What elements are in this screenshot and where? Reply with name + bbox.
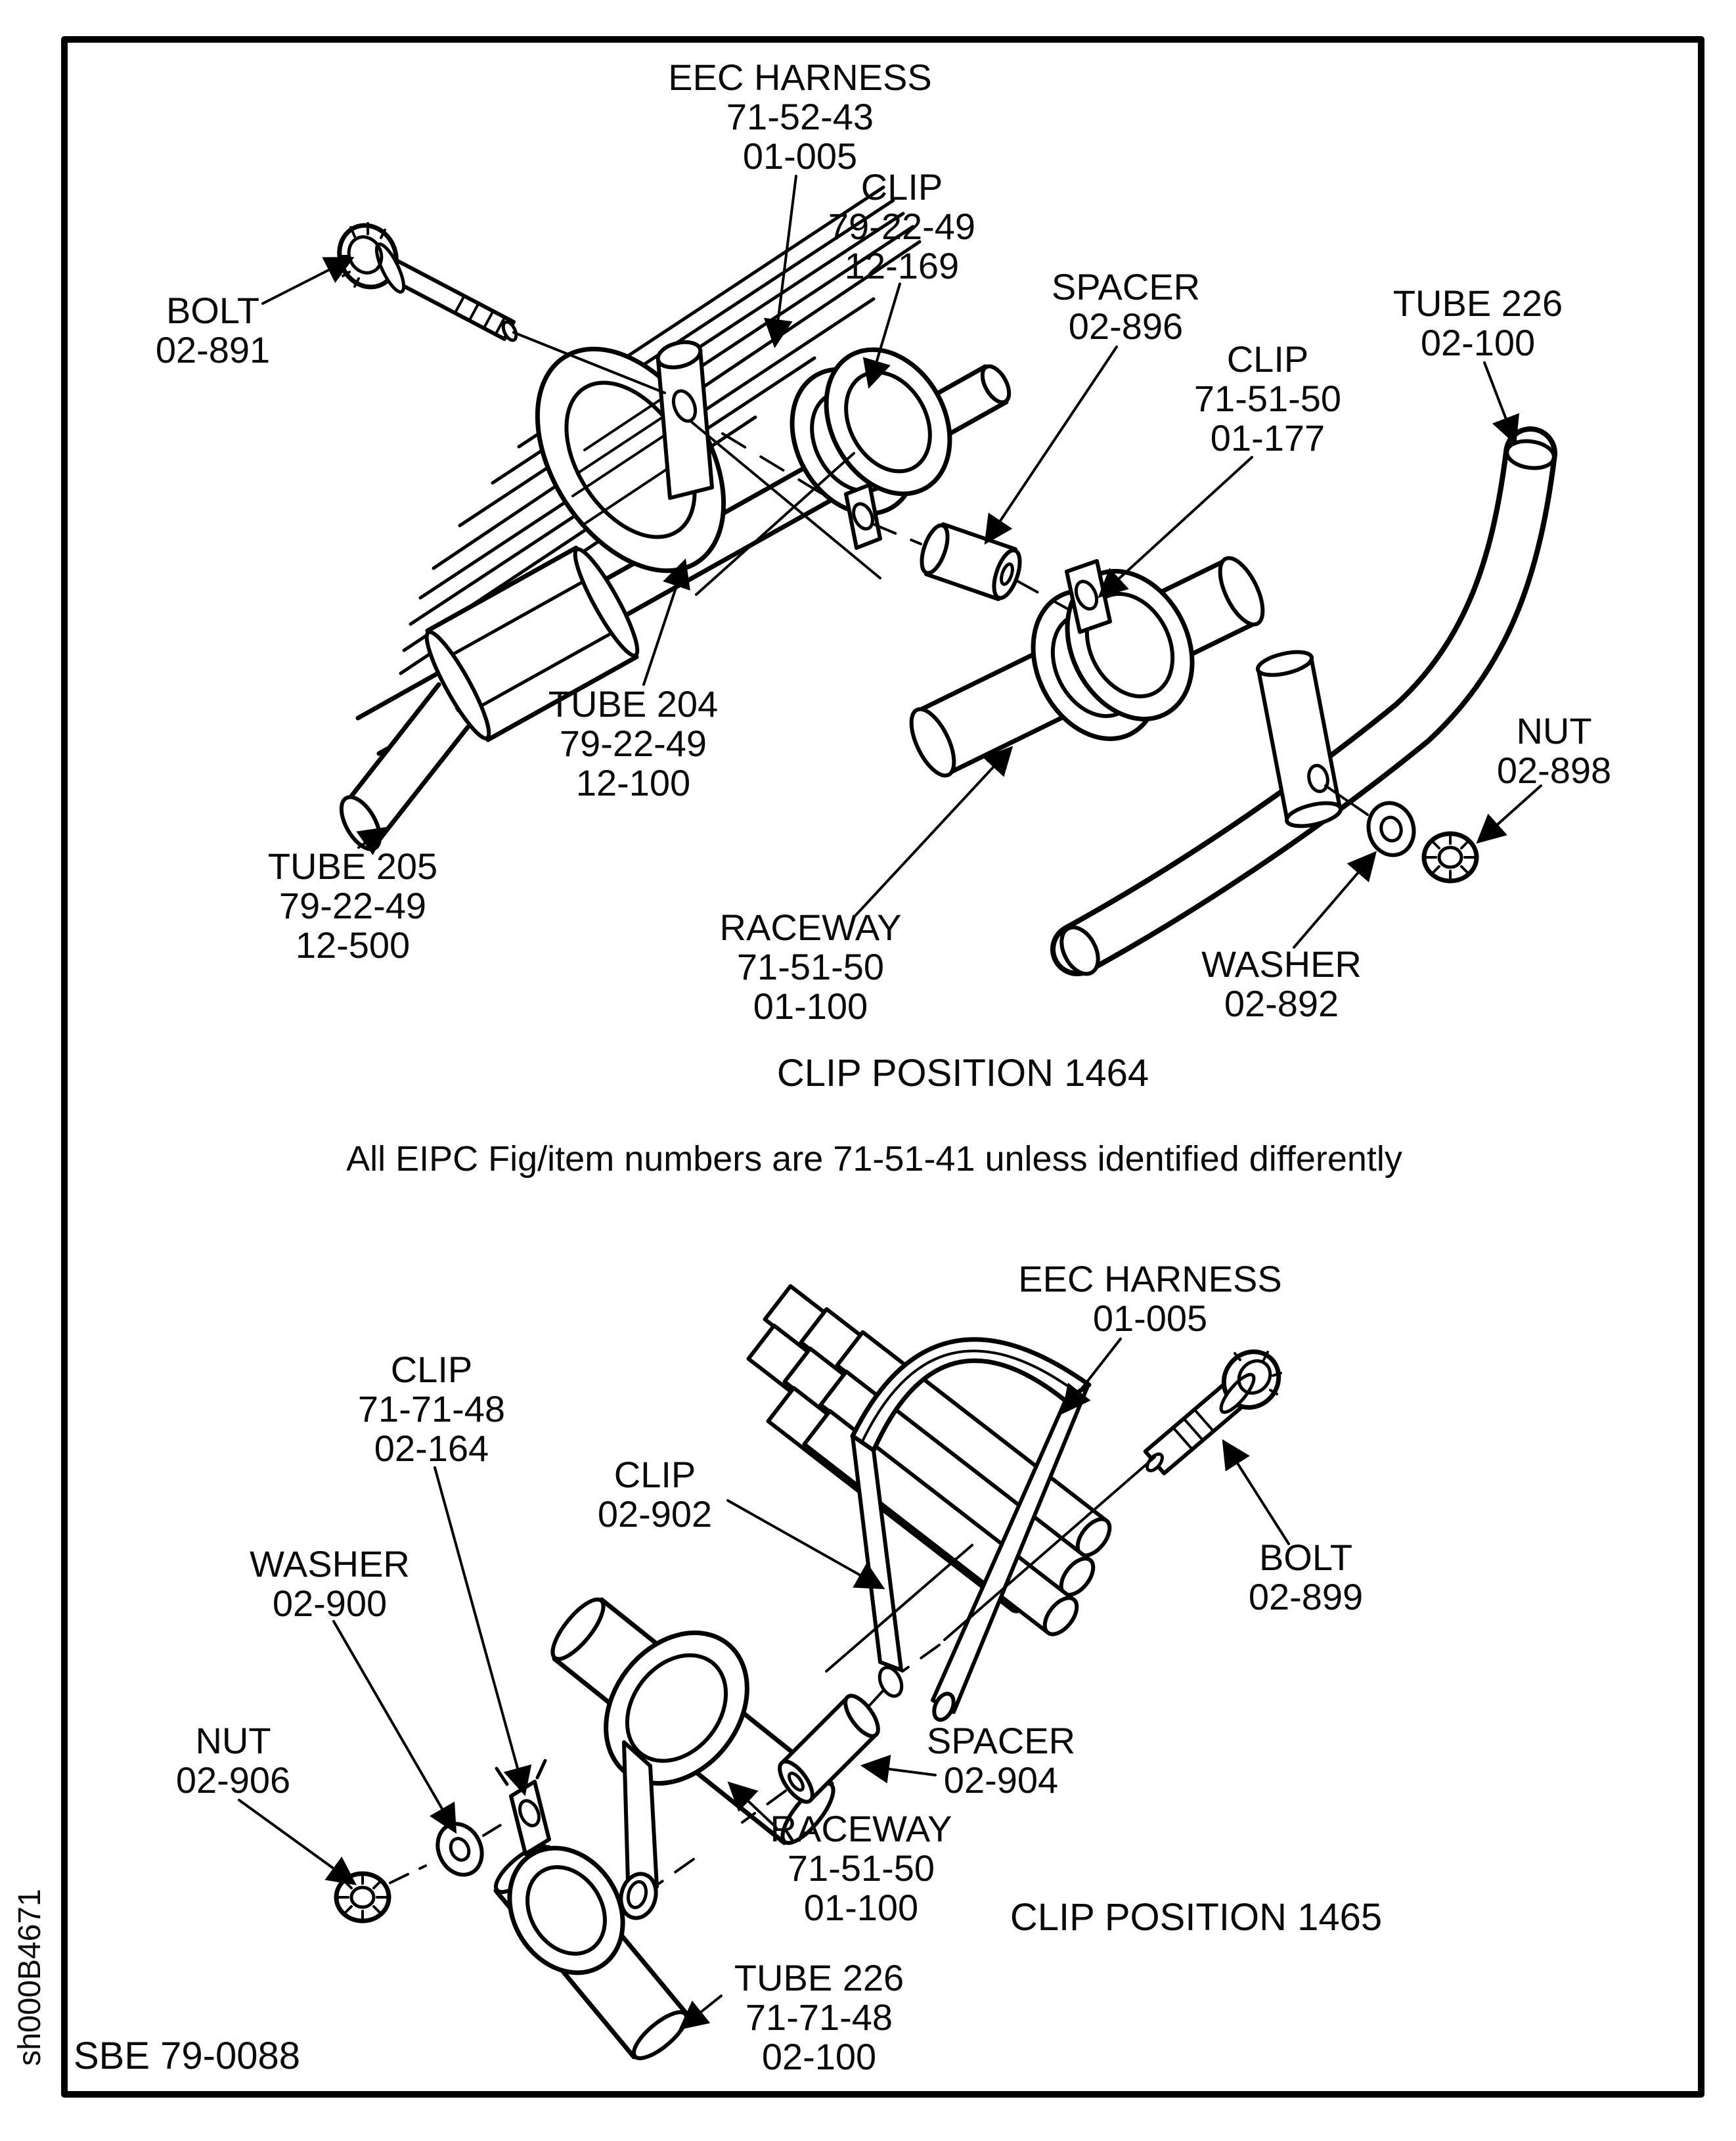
label-line: 01-177 (1210, 417, 1325, 459)
label-line: WASHER (250, 1543, 410, 1585)
label-line: BOLT (166, 290, 260, 331)
label-line: 02-902 (597, 1493, 713, 1535)
label-line: 02-164 (374, 1428, 489, 1469)
label-spacer-02-896: SPACER 02-896 (1052, 267, 1200, 346)
label-line: 12-500 (295, 924, 411, 966)
clip-02-164-drawing (495, 1759, 625, 1975)
label-line: SPACER (926, 1720, 1076, 1761)
assembly-axis-lines-bottom (389, 1456, 1156, 1885)
label-line: CLIP (390, 1349, 473, 1390)
tube-union-drawing (424, 545, 640, 742)
label-line: TUBE 226 (1392, 282, 1563, 324)
label-line: SPACER (1051, 266, 1201, 307)
bottom-illustration (238, 1284, 1290, 2060)
drawing-number: SBE 79-0088 (74, 2035, 301, 2077)
label-line: EEC HARNESS (668, 56, 932, 98)
raceway-clamp-drawing (604, 1630, 749, 1920)
label-line: BOLT (1258, 1537, 1353, 1578)
label-line: 02-892 (1224, 983, 1339, 1024)
washer-02-900-drawing (435, 1822, 484, 1877)
label-nut-02-898: NUT 02-898 (1497, 711, 1611, 790)
label-line: 79-22-49 (278, 885, 427, 926)
label-eec-harness-top: EEC HARNESS 71-52-43 01-005 (668, 58, 931, 176)
label-line: 02-891 (155, 329, 271, 371)
label-line: RACEWAY (770, 1808, 952, 1849)
label-line: 71-71-48 (357, 1388, 506, 1430)
label-line: 01-100 (753, 985, 868, 1027)
harness-clamp-drawing (535, 340, 726, 574)
caption-clip-position-1464: CLIP POSITION 1464 (776, 1052, 1149, 1094)
label-line: EEC HARNESS (1018, 1258, 1282, 1299)
top-illustration (261, 175, 1557, 976)
label-nut-02-906: NUT 02-906 (176, 1721, 290, 1800)
label-tube-226-bottom: TUBE 226 71-71-48 02-100 (734, 1958, 904, 2077)
label-washer-02-892: WASHER 02-892 (1201, 945, 1362, 1024)
label-raceway-bottom: RACEWAY 71-51-50 01-100 (770, 1809, 952, 1927)
label-line: WASHER (1201, 943, 1362, 985)
bolt-02-899-drawing (1143, 1349, 1282, 1476)
label-line: 79-22-49 (828, 206, 976, 247)
label-line: 71-51-50 (787, 1847, 935, 1889)
label-washer-02-900: WASHER 02-900 (250, 1544, 410, 1623)
leader-arrows-top (261, 175, 1542, 949)
nut-02-898-drawing (1421, 831, 1479, 884)
label-clip-02-164: CLIP 71-71-48 02-164 (358, 1350, 505, 1468)
tube-226-top-drawing (1050, 426, 1557, 976)
bolt-02-891-drawing (337, 222, 518, 342)
label-eec-harness-bottom: EEC HARNESS 01-005 (1018, 1259, 1281, 1338)
label-line: 01-005 (1092, 1297, 1208, 1339)
label-line: 02-100 (1420, 322, 1536, 363)
label-line: 71-52-43 (726, 96, 874, 137)
eipc-note: All EIPC Fig/item numbers are 71-51-41 u… (346, 1139, 1402, 1179)
label-line: NUT (195, 1720, 271, 1761)
page-border (61, 36, 1704, 2098)
eec-harness-bundle-drawing (746, 1284, 1112, 1636)
caption-clip-position-1465: CLIP POSITION 1465 (1010, 1896, 1383, 1939)
spacer-02-896-drawing (920, 522, 1022, 601)
label-line: 71-51-50 (736, 946, 885, 987)
label-tube-204: TUBE 204 79-22-49 12-100 (548, 685, 718, 803)
label-tube-205: TUBE 205 79-22-49 12-500 (268, 847, 437, 965)
washer-02-892-drawing (1366, 801, 1416, 857)
label-line: CLIP (613, 1454, 696, 1495)
label-clip-12-169: CLIP 79-22-49 12-169 (828, 168, 975, 286)
label-raceway-top: RACEWAY 71-51-50 01-100 (720, 908, 902, 1026)
label-line: CLIP (860, 166, 943, 208)
spacer-02-904-drawing (778, 1694, 880, 1804)
label-line: 02-896 (1068, 305, 1184, 347)
label-line: 12-169 (844, 245, 960, 286)
clip-12-169-drawing (790, 347, 952, 550)
label-line: RACEWAY (719, 907, 902, 948)
nut-02-906-drawing (334, 1871, 391, 1924)
label-line: TUBE 226 (734, 1957, 904, 1998)
leader-arrows-bottom (238, 1338, 1290, 2030)
label-line: 02-100 (761, 2036, 877, 2077)
label-line: 71-71-48 (745, 1996, 893, 2038)
label-line: NUT (1516, 710, 1592, 752)
label-line: TUBE 205 (267, 845, 438, 887)
label-line: 79-22-49 (559, 723, 707, 764)
label-clip-02-902: CLIP 02-902 (598, 1455, 712, 1534)
label-line: 02-904 (943, 1759, 1059, 1801)
assembly-axis-lines-top (512, 331, 1369, 816)
label-tube-226-top: TUBE 226 02-100 (1393, 284, 1563, 363)
label-bolt-02-891: BOLT 02-891 (156, 291, 270, 370)
label-clip-01-177: CLIP 71-51-50 01-177 (1194, 340, 1341, 458)
label-line: 01-100 (803, 1887, 919, 1928)
label-line: 02-900 (272, 1583, 388, 1624)
label-line: 12-100 (575, 762, 691, 803)
label-line: 02-898 (1496, 750, 1612, 791)
label-bolt-02-899: BOLT 02-899 (1249, 1538, 1363, 1617)
label-line: 01-005 (742, 135, 858, 177)
tube-226-strap-clamp-drawing (1255, 650, 1343, 828)
label-line: 71-51-50 (1193, 378, 1342, 419)
label-line: CLIP (1226, 338, 1309, 380)
label-line: TUBE 204 (548, 683, 719, 725)
sheet-id-vertical: sh000B4671 (12, 1889, 47, 2066)
label-spacer-02-904: SPACER 02-904 (927, 1721, 1075, 1800)
label-line: 02-906 (175, 1759, 291, 1801)
label-line: 02-899 (1248, 1576, 1364, 1617)
